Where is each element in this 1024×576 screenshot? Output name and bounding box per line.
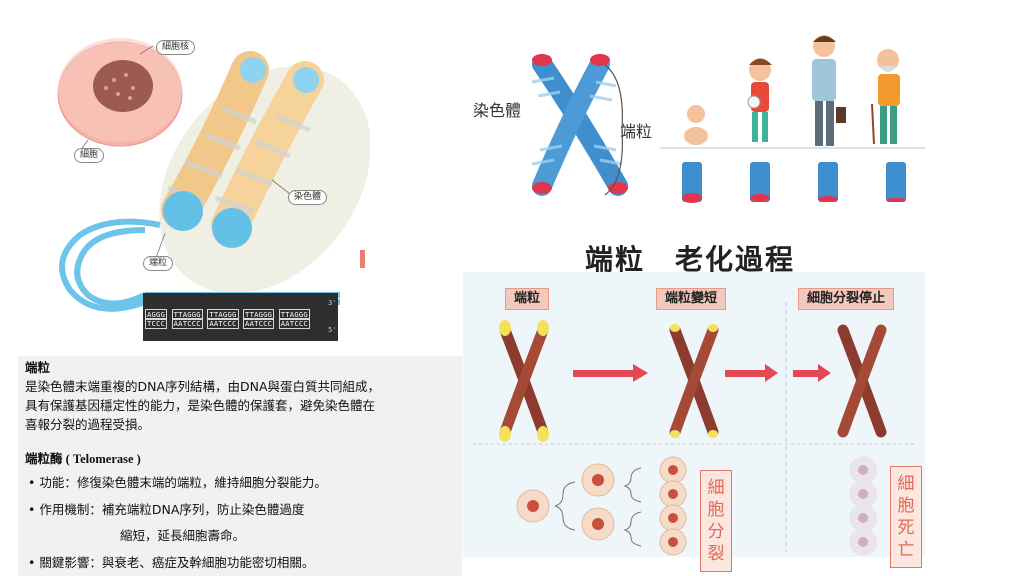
dna-strand-top: AGGG TTAGGG TTAGGG TTAGGG TTAGGG: [145, 309, 310, 320]
aging-people-illustration: [660, 35, 925, 203]
baby-figure: [684, 105, 708, 145]
chromosome-stage-3: [837, 324, 887, 438]
process-title: 端粒 老化過程: [585, 243, 796, 276]
text-para-line1: 是染色體末端重複的DNA序列結構，由DNA與蛋白質共同組成，: [25, 379, 381, 394]
dying-cells-illustration: [849, 456, 877, 556]
text-heading: 端粒: [25, 360, 51, 375]
label-cell: 細胞: [74, 148, 105, 163]
label-telomere: 端粒: [143, 256, 174, 271]
dna-strand-bottom: TCCC AATCCC AATCCC AATCCC AATCCC: [145, 318, 310, 329]
bullet-mechanism-line1: • 作用機制：補充端粒DNA序列，防止染色體過度: [28, 502, 305, 517]
nucleus-shape: [93, 60, 153, 112]
label-telomere-right: 端粒: [620, 122, 653, 141]
aging-process-illustration: [473, 302, 915, 556]
chromosome-stage-2: [669, 324, 719, 438]
child-figure: [747, 58, 772, 142]
label-cell-division: 細胞分裂: [700, 470, 732, 572]
progress-arrows: [573, 364, 831, 382]
cell-division-illustration: [516, 456, 687, 556]
label-5-prime: 5': [328, 325, 338, 334]
text-panel: [18, 356, 462, 576]
tag-division-stopped: 細胞分裂停止: [798, 288, 895, 310]
brace-line: [604, 64, 623, 196]
text-para-line3: 喜報分裂的過程受損。: [25, 417, 151, 432]
chromosome-shape: [161, 51, 324, 248]
label-chromosome-right: 染色體: [473, 101, 522, 120]
enzyme-heading: 端粒酶 ( Telomerase ): [25, 452, 141, 466]
tag-telomere-shortened: 端粒變短: [656, 288, 727, 310]
elder-figure: [871, 49, 900, 145]
bullet-impact: • 關鍵影響：與衰老、癌症及幹細胞功能密切相關。: [28, 555, 315, 570]
label-chromosome: 染色體: [288, 190, 328, 205]
shortening-chromosomes: [682, 162, 906, 203]
text-para-line2: 具有保護基因穩定性的能力，是染色體的保護套，避免染色體在: [25, 398, 376, 413]
chromosome-x-illustration: [531, 54, 628, 196]
bullet-mechanism-line2: 縮短，延長細胞壽命。: [120, 528, 246, 543]
dna-sequence-box: AGGG TTAGGG TTAGGG TTAGGG TTAGGG TCCC AA…: [143, 293, 338, 341]
label-3-prime: 3': [328, 298, 338, 307]
chromosome-stage-1: [499, 324, 549, 438]
label-cell-death: 細胞死亡: [890, 466, 922, 568]
tag-telomere: 端粒: [505, 288, 550, 310]
label-nucleus: 細胞核: [156, 40, 196, 55]
bullet-function: • 功能：修復染色體末端的端粒，維持細胞分裂能力。: [28, 475, 327, 490]
red-mark: [360, 250, 365, 268]
adult-figure: [812, 35, 846, 146]
